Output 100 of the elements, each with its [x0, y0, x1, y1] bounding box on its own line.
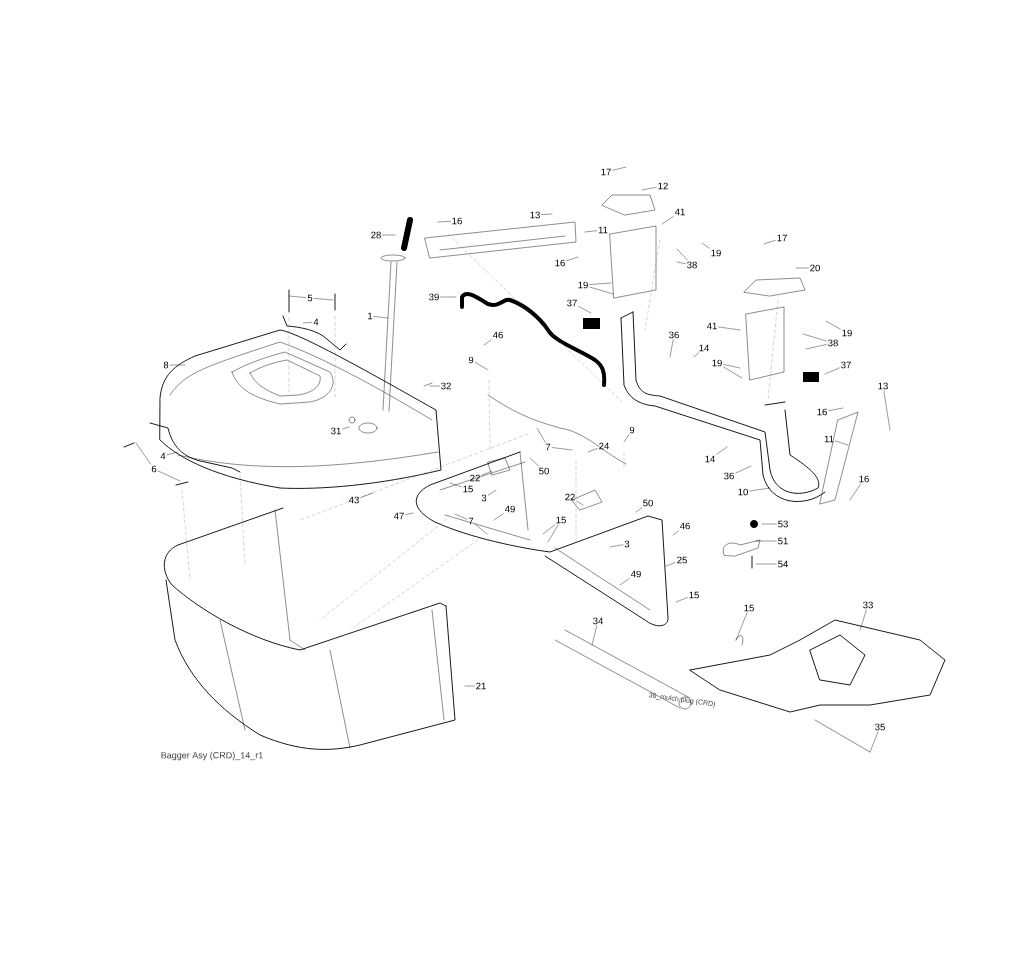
callout-number: 16 — [859, 475, 869, 483]
leader-line — [166, 451, 179, 456]
leader-line — [883, 390, 891, 431]
leader-line — [493, 513, 504, 521]
callout-number: 43 — [348, 496, 359, 504]
callout-number: 4 — [160, 452, 166, 460]
callout-number: 9 — [629, 426, 635, 434]
leader-line — [382, 234, 396, 236]
callout-number: 22 — [565, 493, 575, 501]
callout-number: 3 — [481, 494, 487, 502]
leader-line — [541, 213, 553, 215]
callout-number: 54 — [778, 560, 788, 568]
leader-line — [587, 448, 598, 453]
leader-line — [449, 482, 462, 487]
callout-number: 24 — [599, 442, 609, 450]
callout-number: 7 — [468, 517, 474, 525]
callout-number: 32 — [441, 382, 451, 390]
callout-number: 34 — [593, 617, 603, 625]
callout-number: 50 — [643, 499, 653, 507]
leader-line — [675, 597, 688, 603]
callout-number: 36 — [724, 472, 734, 480]
callout-number: 20 — [810, 264, 820, 272]
leader-line — [716, 446, 728, 455]
leader-line — [723, 366, 743, 379]
callout-number: 46 — [679, 522, 690, 530]
callout-number: 25 — [677, 556, 687, 564]
leader-line — [135, 442, 151, 465]
callout-number: 53 — [778, 520, 788, 528]
callout-number: 41 — [674, 208, 685, 216]
callout-number: 19 — [578, 281, 588, 289]
leader-line — [763, 240, 776, 245]
leader-line — [429, 385, 440, 387]
leader-line — [869, 731, 879, 753]
leader-line — [612, 166, 627, 171]
callout-number: 17 — [601, 168, 611, 176]
leader-line — [805, 344, 827, 350]
leader-line — [635, 507, 642, 513]
leader-line — [169, 364, 186, 366]
leader-line — [487, 489, 497, 496]
callout-number: 7 — [545, 443, 551, 451]
callout-number: 14 — [699, 344, 709, 352]
callout-number: 15 — [556, 516, 566, 524]
callout-number: 21 — [476, 682, 486, 690]
callout-number: 28 — [371, 231, 381, 239]
callout-number: 36 — [669, 331, 679, 339]
leader-line — [440, 296, 457, 298]
callout-number: 31 — [331, 427, 341, 435]
leader-line — [795, 267, 809, 269]
callout-number: 19 — [842, 329, 852, 337]
callout-number: 12 — [658, 182, 668, 190]
callout-number: 33 — [863, 601, 873, 609]
leader-line — [824, 367, 840, 375]
leader-line — [566, 256, 579, 261]
leader-line — [676, 261, 686, 264]
leader-line — [828, 407, 844, 411]
callout-number: 41 — [706, 322, 717, 330]
callout-number: 15 — [689, 591, 699, 599]
leader-line — [665, 562, 676, 567]
callout-number: 49 — [504, 505, 515, 513]
callout-number: 8 — [163, 361, 169, 369]
leader-line — [669, 339, 674, 358]
leader-line — [529, 457, 540, 467]
callout-number: 19 — [711, 249, 721, 257]
leader-line — [576, 500, 584, 506]
leader-line — [825, 320, 841, 330]
leader-line — [735, 612, 748, 641]
leader-line — [835, 440, 849, 446]
callout-number: 51 — [778, 537, 788, 545]
callout-number: 13 — [530, 211, 540, 219]
callout-number: 16 — [817, 408, 827, 416]
leader-line — [591, 625, 598, 646]
callout-number: 17 — [777, 234, 787, 242]
callout-number: 37 — [567, 299, 577, 307]
callout-number: 49 — [630, 570, 641, 578]
leader-line — [723, 364, 741, 369]
leader-line — [755, 563, 777, 565]
leader-line — [454, 513, 468, 520]
leader-line — [676, 248, 688, 261]
callout-number: 11 — [824, 435, 834, 443]
callout-number: 4 — [313, 318, 319, 326]
leader-line — [483, 339, 492, 346]
leader-line — [464, 685, 475, 687]
callout-number: 35 — [875, 723, 885, 731]
leader-line — [437, 221, 451, 223]
leader-line — [589, 286, 614, 295]
callout-number: 13 — [878, 382, 888, 390]
callout-number: 16 — [452, 217, 462, 225]
leader-line — [302, 322, 313, 324]
leader-line — [288, 295, 307, 298]
leader-line — [755, 540, 777, 542]
callout-number: 38 — [828, 339, 838, 347]
leader-line — [373, 316, 389, 319]
leader-line — [536, 427, 546, 443]
leader-line — [542, 524, 556, 535]
leader-line — [474, 362, 489, 371]
callout-number: 47 — [393, 512, 404, 520]
callout-number: 19 — [712, 359, 722, 367]
callout-number: 15 — [463, 485, 473, 493]
callout-number: 14 — [705, 455, 715, 463]
leader-line — [619, 578, 630, 586]
